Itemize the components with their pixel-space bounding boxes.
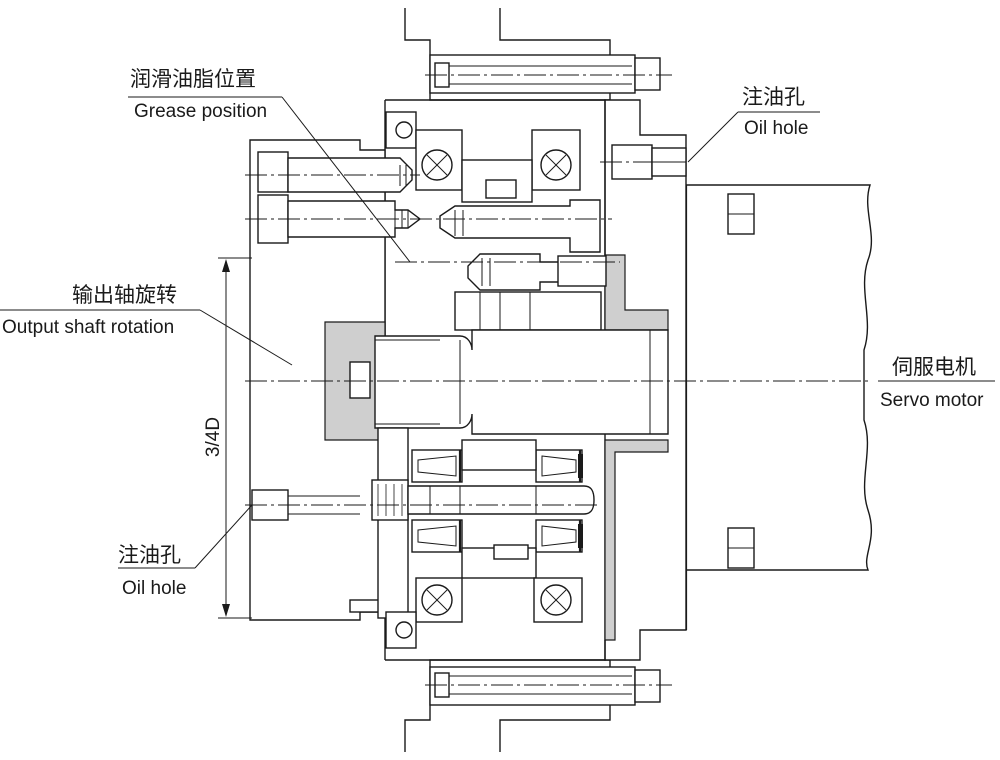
- oil-hole-bottom-label-zh: 注油孔: [118, 544, 181, 567]
- input-shaft: [374, 329, 669, 435]
- servo-motor-label-en: Servo motor: [880, 390, 984, 411]
- oil-hole-top-label-en: Oil hole: [744, 118, 808, 139]
- oil-hole-top-label-zh: 注油孔: [742, 86, 805, 109]
- output-shaft-rotation-label-zh: 输出轴旋转: [72, 284, 177, 307]
- grease-position-label-zh: 润滑油脂位置: [130, 68, 256, 91]
- center-lines: [245, 74, 870, 686]
- dimension-3-4d: [218, 257, 252, 619]
- lower-bearings: [371, 427, 595, 649]
- upper-bearings: [385, 111, 607, 331]
- oil-hole-bottom-label-en: Oil hole: [122, 578, 186, 599]
- grease-position-label-en: Grease position: [134, 101, 267, 122]
- servo-motor-body: [684, 184, 873, 630]
- leader-lines: [0, 96, 995, 569]
- output-shaft-rotation-label-en: Output shaft rotation: [2, 317, 174, 338]
- dimension-label: 3/4D: [203, 417, 224, 457]
- output-flange: [249, 139, 422, 621]
- servo-motor-label-zh: 伺服电机: [892, 356, 976, 379]
